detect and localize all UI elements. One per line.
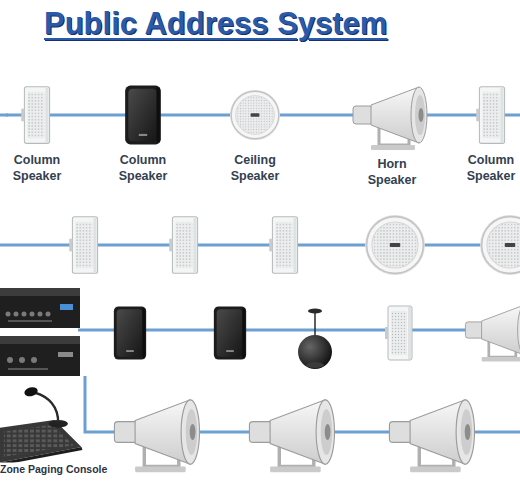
node-label: Column Speaker: [462, 152, 520, 185]
amplifier-unit: [0, 344, 80, 376]
speaker-wire: [0, 115, 520, 432]
speaker-wire: [434, 114, 462, 117]
speaker-wire: [174, 114, 222, 117]
node-label: Horn Speaker: [364, 156, 420, 189]
speaker-row: [114, 400, 474, 472]
wall-speaker: [114, 306, 146, 359]
ceiling-speaker: Ceiling Speaker: [222, 84, 288, 185]
speaker-wire: [288, 114, 350, 117]
amplifier-unit: [0, 336, 80, 344]
ceiling-speaker: [480, 215, 520, 275]
horn-speaker-icon: [350, 84, 434, 152]
node-label: Column Speaker: [7, 152, 67, 185]
node-label: Zone Paging Console: [0, 463, 140, 477]
page-title: Public Address System: [44, 6, 387, 42]
amplifier-unit: [0, 296, 80, 328]
paging-console-icon: [0, 385, 140, 463]
amplifier-knobs: [7, 357, 48, 370]
horn-speaker: [465, 305, 520, 362]
paging-console-illustration: [0, 386, 82, 466]
node-label: Column Speaker: [113, 152, 173, 185]
column-speaker: [69, 217, 97, 274]
ceiling-speaker-icon: [222, 84, 288, 148]
horn-speaker: [389, 400, 474, 472]
horn-speaker: [114, 400, 199, 472]
column-speaker-illustration: [21, 87, 49, 144]
column-speaker: Column Speaker: [6, 84, 68, 185]
column-speaker: Column Speaker: [462, 84, 520, 185]
column-speaker-icon: [6, 84, 68, 148]
column-speaker-illustration: [476, 87, 504, 144]
pendant-speaker: [298, 309, 332, 370]
speaker-wire: [68, 114, 112, 117]
column-speaker-icon: [462, 84, 520, 148]
speaker-row: [114, 305, 520, 369]
amplifier-unit: [0, 288, 80, 296]
horn-speaker: [249, 400, 334, 472]
ceiling-speaker-illustration: [230, 90, 280, 140]
column-speaker-illustration: [125, 86, 161, 145]
amplifier-knobs: [6, 312, 53, 323]
amplifier-display: [60, 304, 73, 310]
horn-speaker: Horn Speaker: [350, 84, 434, 189]
node-label: Ceiling Speaker: [225, 152, 285, 185]
amplifier-rack: [0, 288, 80, 376]
paging-console: Zone Paging Console: [0, 385, 140, 477]
ceiling-speaker: [365, 215, 425, 275]
column-speaker: [269, 217, 297, 274]
column-speaker: [169, 217, 197, 274]
horn-speaker-illustration: [353, 87, 427, 150]
speaker-row: [69, 215, 520, 275]
column-speaker-icon: [112, 84, 174, 148]
amplifier-display: [58, 352, 73, 357]
wall-speaker: [214, 306, 246, 359]
column-speaker: [385, 306, 412, 360]
column-speaker: Column Speaker: [112, 84, 174, 185]
